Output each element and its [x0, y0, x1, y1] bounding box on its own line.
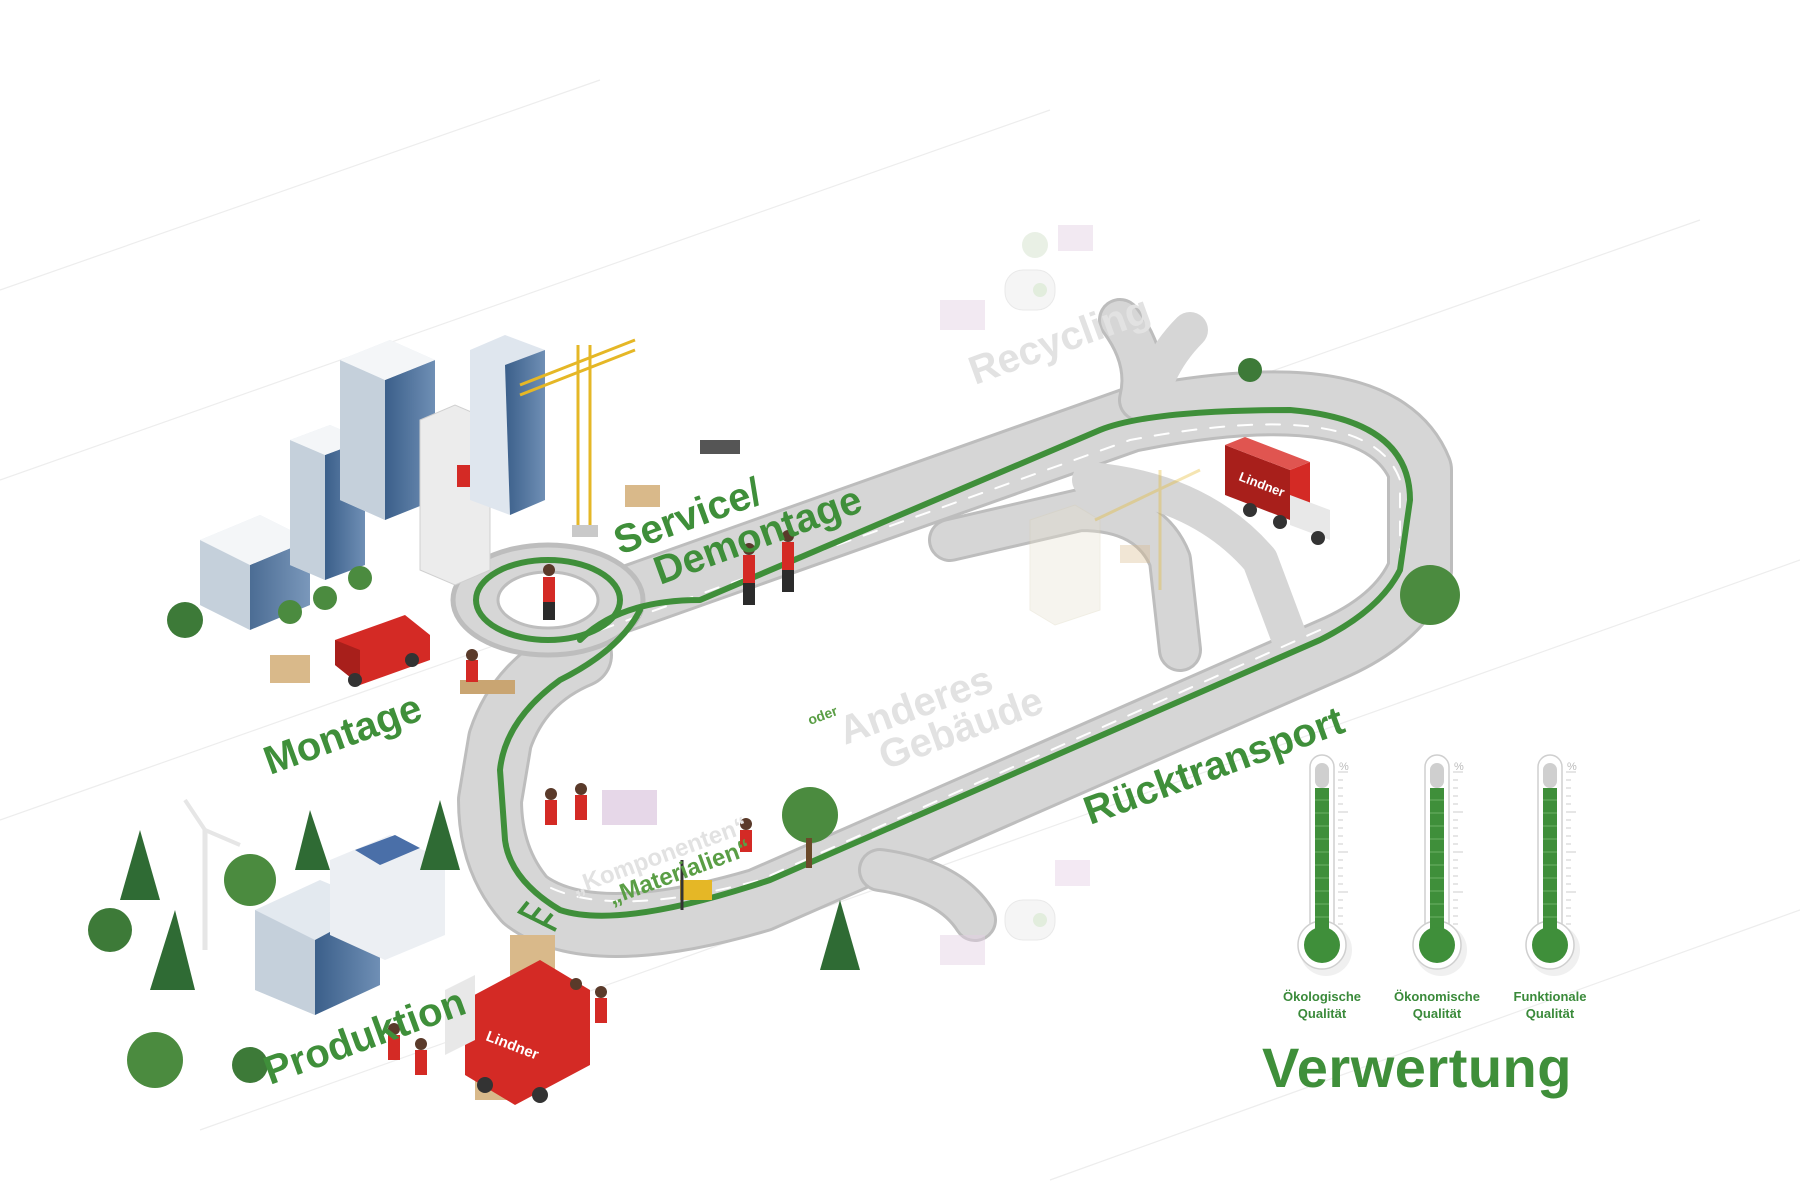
thermometer-group: %%% [1297, 754, 1580, 976]
components-scene [545, 783, 838, 910]
gauge-unit: % [1454, 761, 1464, 773]
thermometer-ecological: % [1297, 754, 1352, 976]
recycling-facility-top [940, 225, 1093, 330]
gauge-unit: % [1567, 761, 1577, 773]
city-buildings [167, 335, 636, 638]
recycling-facility-bottom [940, 860, 1090, 965]
production-scene: Lindner [88, 358, 1460, 1105]
gauge-unit: % [1339, 761, 1349, 773]
thermometer-economic: % [1412, 754, 1467, 976]
montage-scene [270, 615, 515, 694]
page-title: Verwertung [1262, 1036, 1572, 1099]
other-building-faded [1029, 468, 1201, 626]
flow-path [473, 407, 1413, 919]
thermometer-functional: % [1525, 754, 1580, 976]
flow-arrows [516, 900, 557, 932]
lindner-truck-right: Lindner [1225, 437, 1330, 545]
label-oder: oder [806, 702, 840, 728]
road-network [450, 298, 1453, 958]
label-montage: Montage [258, 686, 428, 784]
service-workers [543, 440, 794, 620]
